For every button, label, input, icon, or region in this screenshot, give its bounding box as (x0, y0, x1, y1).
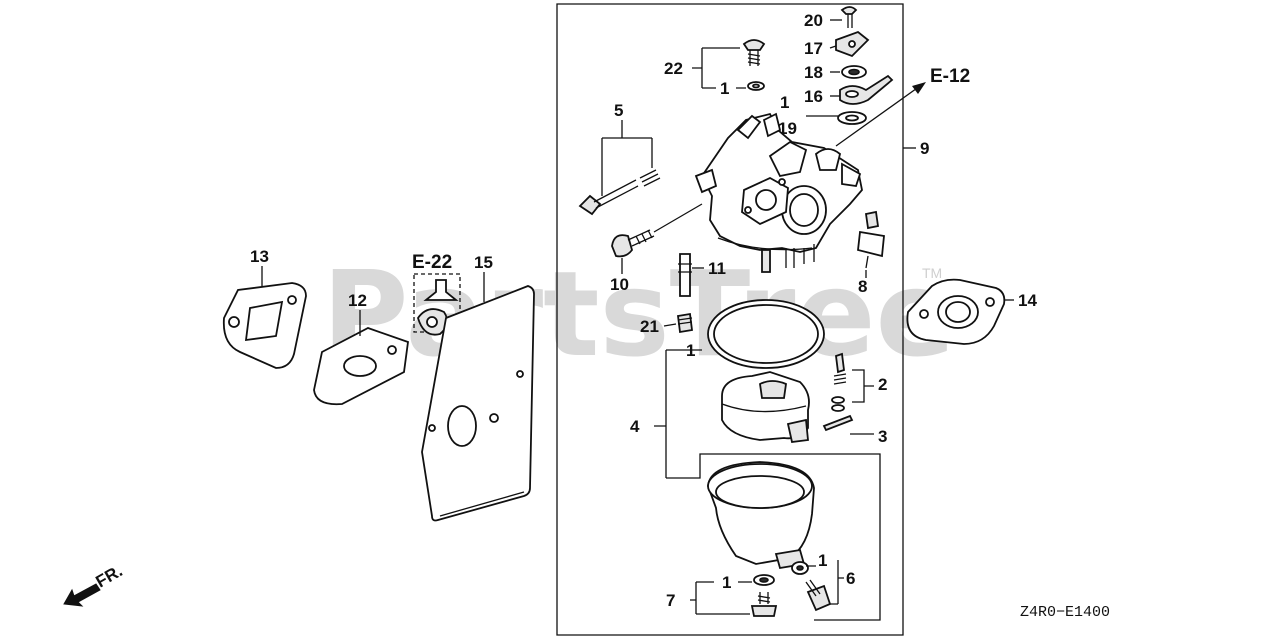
part-1-washer-upper (747, 81, 765, 91)
part-7-bowl-bolt (750, 592, 778, 617)
part-11-main-nozzle (678, 253, 692, 297)
part-14-gasket (906, 278, 1006, 345)
callout-14: 14 (1018, 291, 1037, 310)
part-12-insulator (313, 327, 409, 406)
callout-20: 20 (804, 11, 823, 30)
callout-2: 2 (878, 375, 887, 394)
callout-17: 17 (804, 39, 823, 58)
carburetor-body (694, 112, 863, 273)
callout-4: 4 (630, 417, 640, 436)
reference-e12: E-12 (930, 66, 970, 87)
part-1-bowl-gasket (707, 299, 825, 369)
part-float (721, 371, 810, 443)
part-16-throttle-lever (839, 74, 894, 105)
callout-16: 16 (804, 87, 823, 106)
part-3-float-pin (822, 414, 854, 432)
callout-1-bolt-washer: 1 (722, 573, 731, 592)
part-19-seal (837, 111, 867, 125)
e12-arrowhead-icon (912, 82, 926, 94)
part-22-screw (742, 39, 766, 66)
part-18-washer (841, 65, 867, 79)
main-assembly-frame (556, 3, 904, 636)
part-21-main-jet (676, 312, 694, 334)
callout-21: 21 (640, 317, 659, 336)
part-13-gasket (222, 282, 307, 369)
part-1-washer-bolt (753, 574, 775, 586)
part-17-throttle-plate (835, 30, 870, 58)
part-8-float-valve (857, 210, 885, 269)
callout-12: 12 (348, 291, 367, 310)
watermark-trademark: TM (922, 265, 942, 281)
callout-18: 18 (804, 63, 823, 82)
callout-7: 7 (666, 591, 675, 610)
e12-leader-line (835, 85, 921, 147)
part-15-heat-shield (421, 285, 535, 522)
callout-5: 5 (614, 101, 623, 120)
callout-13: 13 (250, 247, 269, 266)
reference-e22: E-22 (412, 252, 452, 273)
e22-dashed-box (413, 273, 461, 333)
part-1-washer-drain (791, 561, 809, 575)
part-clamp-e22 (417, 308, 449, 336)
diagram-code: Z4R0−E1400 (1020, 604, 1110, 621)
part-2-float-valve (831, 352, 847, 412)
e22-arrow-icon (423, 279, 459, 301)
callout-22: 22 (664, 59, 683, 78)
callout-3: 3 (878, 427, 887, 446)
callout-11: 11 (708, 259, 726, 278)
callout-1-drain-washer: 1 (818, 551, 827, 570)
front-arrow-icon (63, 583, 101, 607)
callout-1-washer-upper: 1 (720, 79, 729, 98)
part-6-drain-screw (805, 579, 832, 612)
callout-15: 15 (474, 253, 493, 272)
part-float-bowl (707, 461, 815, 570)
callout-1-top: 1 (780, 93, 789, 112)
callout-6: 6 (846, 569, 855, 588)
part-20-screw (840, 6, 858, 28)
callout-10: 10 (610, 275, 629, 294)
part-10-throttle-stop-screw (611, 203, 703, 258)
callout-9: 9 (920, 139, 929, 158)
callout-8: 8 (858, 277, 867, 296)
part-5-pilot-screw (578, 169, 661, 216)
